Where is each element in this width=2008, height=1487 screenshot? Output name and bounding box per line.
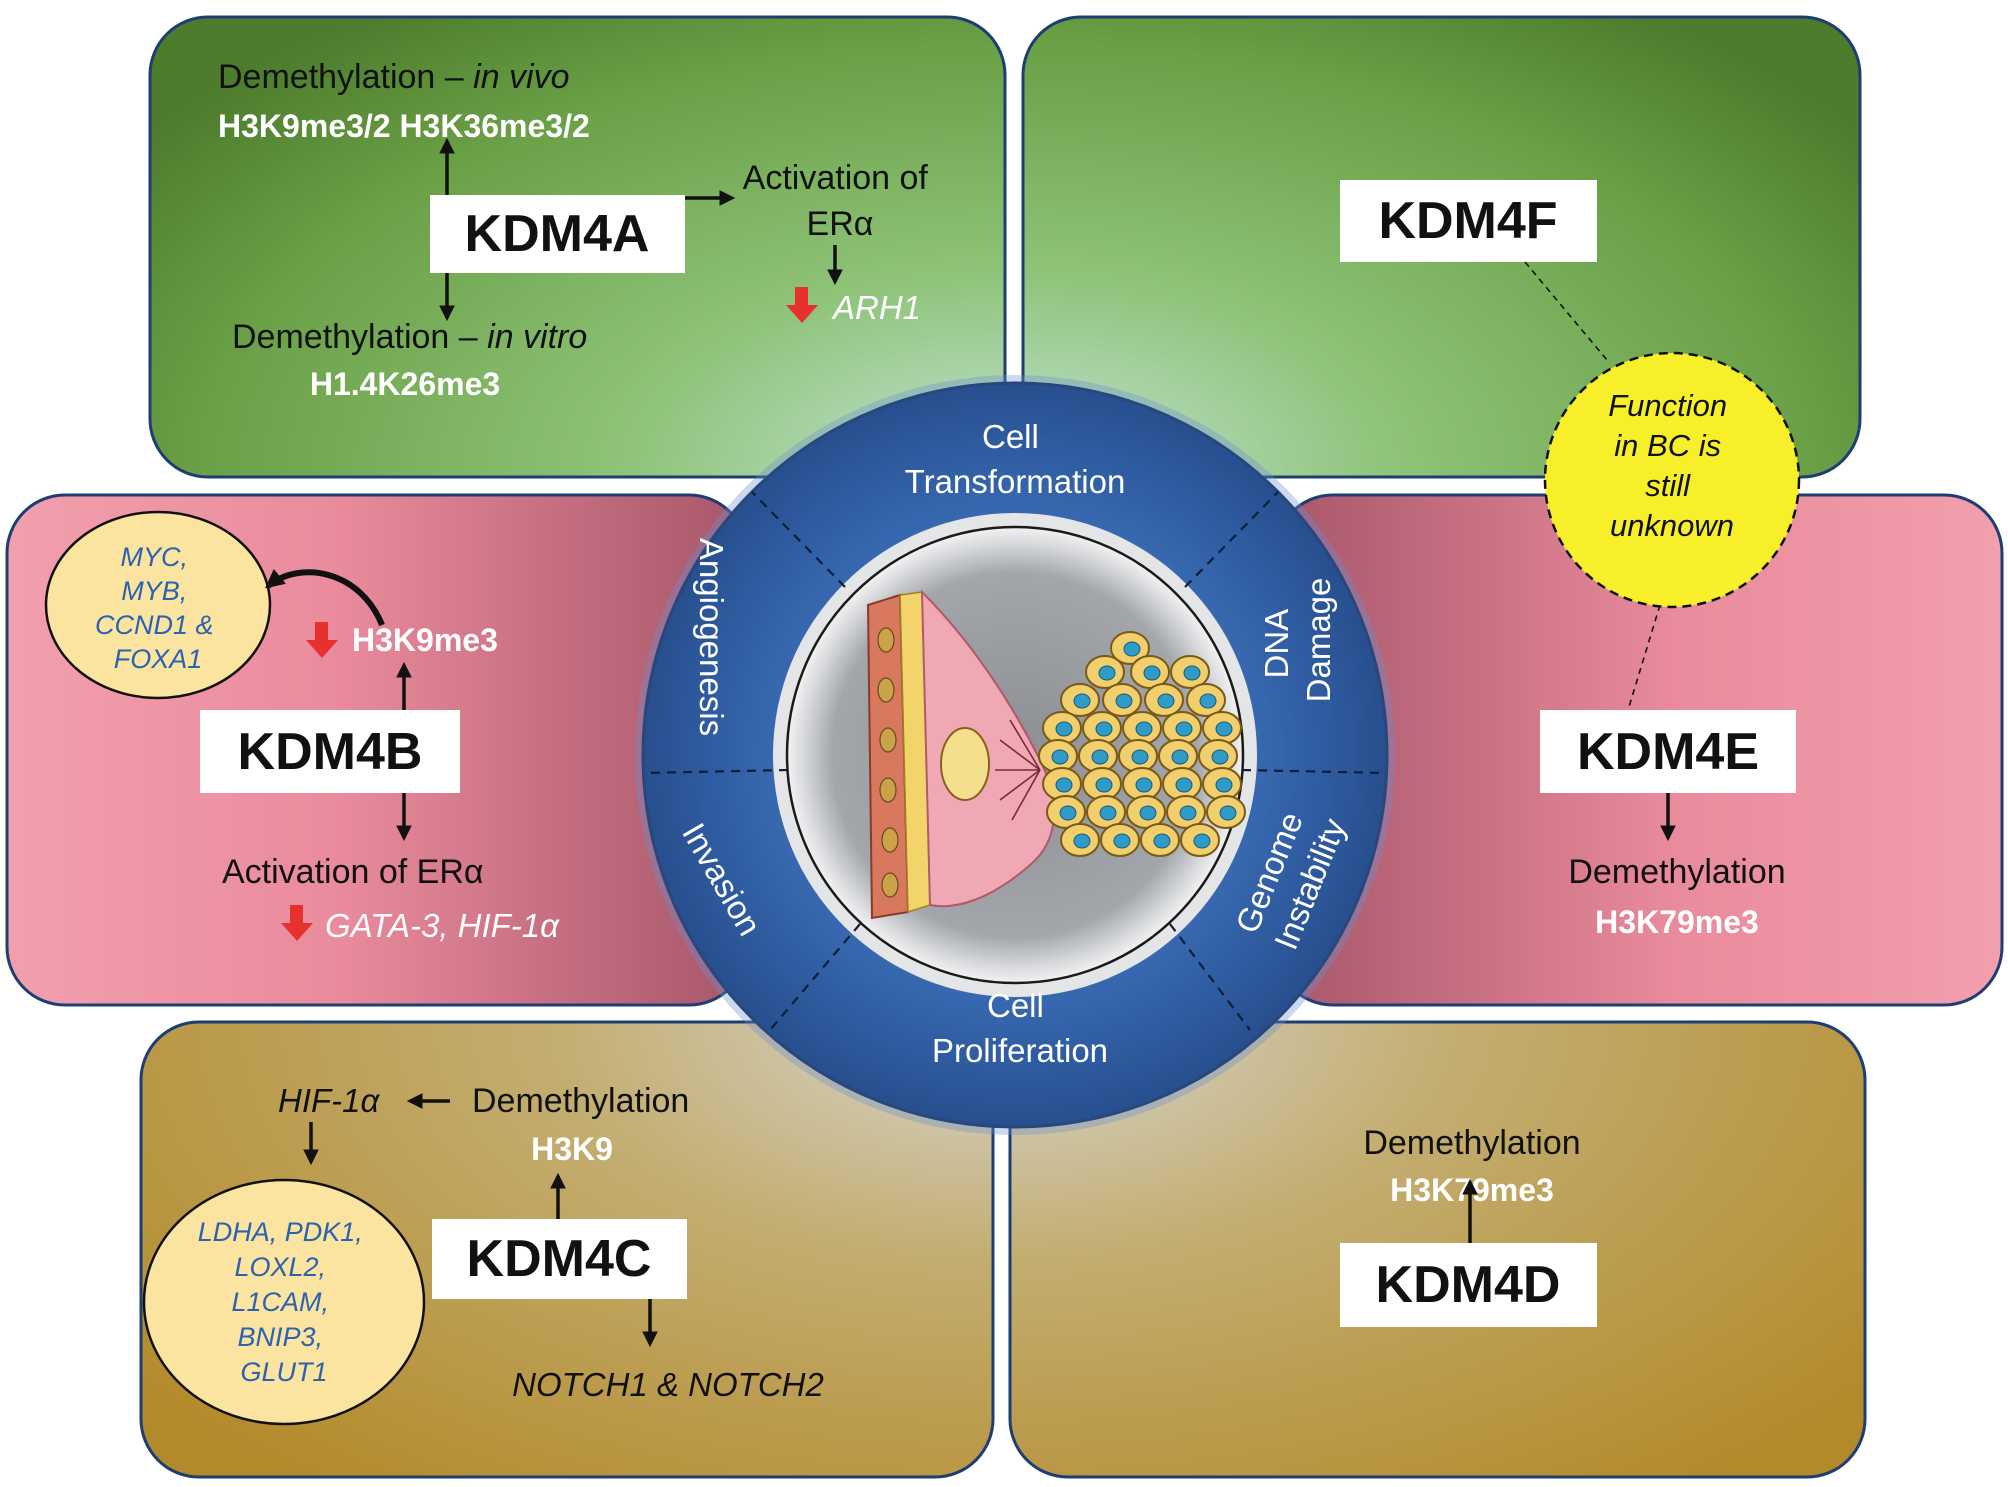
kdm4a-name: KDM4A (465, 205, 650, 263)
tumor-cell-nucleus (1091, 749, 1109, 765)
kdm4d-box (1340, 1243, 1597, 1327)
kdm4a-target: ARH1 (831, 289, 921, 326)
kdm4c-hif: HIF-1α (278, 1082, 381, 1119)
kdm4a-invitro-marks: H1.4K26me3 (310, 366, 500, 402)
tumor-cell-nucleus (1175, 777, 1193, 793)
kdm4f-connector-bottom (1627, 604, 1661, 711)
kdm4c-box (432, 1219, 687, 1299)
kdm4f-note-bubble (1543, 351, 1801, 609)
kdm4c-notch: NOTCH1 & NOTCH2 (512, 1366, 824, 1403)
tumor-cell-nucleus (1135, 721, 1153, 737)
kdm4f-box (1340, 180, 1597, 262)
kdm4c-demethylation: Demethylation (472, 1082, 689, 1120)
kdm4a-box (430, 195, 685, 273)
tumor-cell-nucleus (1055, 721, 1073, 737)
tumor-cell-nucleus (1183, 665, 1201, 681)
tumor-cell-nucleus (1171, 749, 1189, 765)
tumor-cell-nucleus (1199, 693, 1217, 709)
tumor-cell-nucleus (1215, 777, 1233, 793)
tumor-cell-nucleus (1157, 693, 1175, 709)
tumor-cell-nucleus (1179, 805, 1197, 821)
tumor-cell-nucleus (1123, 641, 1141, 657)
kdm4d-mark: H3K79me3 (1390, 1172, 1554, 1208)
tumor-cell-nucleus (1153, 833, 1171, 849)
kdm4c-name: KDM4C (467, 1230, 652, 1288)
tumor-cell-nucleus (1135, 777, 1153, 793)
breast-illustration (866, 589, 1055, 920)
kdm4e-group: KDM4E Demethylation H3K79me3 (1540, 710, 1796, 940)
kdm4c-mark: H3K9 (531, 1131, 613, 1167)
kdm4b-genes: MYC, MYB, CCND1 & FOXA1 (95, 542, 221, 674)
kdm4d-group: Demethylation H3K79me3 KDM4D (1340, 1124, 1597, 1327)
segment-dna-damage: DNA Damage (1258, 578, 1337, 703)
kdm4c-group: HIF-1α Demethylation H3K9 LDHA, PDK1, LO… (142, 1082, 824, 1426)
kdm4a-invivo-label: Demethylation – in vivo (218, 58, 570, 96)
kdm4b-name: KDM4B (238, 723, 423, 781)
tumor-cell-cluster (1038, 631, 1246, 857)
tumor-cell-nucleus (1211, 749, 1229, 765)
kdm4a-down-red-arrow (786, 287, 818, 323)
tumor-cell-nucleus (1131, 749, 1149, 765)
kdm4e-demethylation: Demethylation (1568, 853, 1785, 891)
tumor-cell-nucleus (1051, 749, 1069, 765)
kdm4b-activation: Activation of ERα (222, 853, 484, 891)
tumor-cell-nucleus (1175, 721, 1193, 737)
kdm4d-demethylation: Demethylation (1363, 1124, 1580, 1162)
tumor-cell-nucleus (1073, 693, 1091, 709)
kdm4d-name: KDM4D (1376, 1256, 1561, 1314)
kdm4a-invitro-label: Demethylation – in vitro (232, 318, 587, 356)
tumor-cell-nucleus (1055, 777, 1073, 793)
kdm4e-name: KDM4E (1577, 723, 1759, 781)
nipple-lobule (940, 727, 990, 801)
kdm4e-mark: H3K79me3 (1595, 904, 1759, 940)
tumor-cell-nucleus (1113, 833, 1131, 849)
segment-angiogenesis: Angiogenesis (693, 538, 730, 736)
kdm4b-targets: GATA-3, HIF-1α (325, 907, 560, 944)
tumor-cell-nucleus (1115, 693, 1133, 709)
kdm4c-gene-bubble (142, 1178, 426, 1426)
tumor-cell-nucleus (1095, 777, 1113, 793)
tumor-cell-nucleus (1143, 665, 1161, 681)
tumor-cell-nucleus (1215, 721, 1233, 737)
ring-dividers (643, 491, 1387, 1031)
segment-cell-proliferation: Cell Proliferation (932, 987, 1108, 1069)
kdm4b-gene-bubble (44, 510, 272, 700)
tumor-cell-nucleus (1059, 805, 1077, 821)
tumor-cell-nucleus (1099, 805, 1117, 821)
kdm4f-group: KDM4F Function in BC is still unknown (1340, 180, 1801, 711)
tumor-cell-nucleus (1139, 805, 1157, 821)
kdm4a-activation: Activation of ERα (743, 159, 938, 243)
tumor-cell-nucleus (1193, 833, 1211, 849)
kdm4a-group: Demethylation – in vivo H3K9me3/2 H3K36m… (218, 58, 938, 402)
segment-cell-transformation: Cell Transformation (905, 418, 1126, 500)
tumor-cell-nucleus (1098, 665, 1116, 681)
kdm4b-box (200, 710, 460, 793)
tumor-cell-nucleus (1095, 721, 1113, 737)
kdm4b-down-red-arrow-2 (281, 905, 313, 941)
kdm4f-name: KDM4F (1378, 192, 1557, 250)
tumor-cell-nucleus (1219, 805, 1237, 821)
kdm4e-box (1540, 710, 1796, 793)
tumor-cell-nucleus (1073, 833, 1091, 849)
kdm4b-curved-arrow (265, 568, 385, 627)
kdm4b-group: MYC, MYB, CCND1 & FOXA1 H3K9me3 KDM4B Ac… (44, 510, 560, 944)
kdm4f-note: Function in BC is still unknown (1608, 388, 1736, 543)
kdm4b-down-red-arrow-1 (306, 622, 338, 658)
kdm4b-mark: H3K9me3 (352, 622, 498, 658)
kdm4a-invivo-marks: H3K9me3/2 H3K36me3/2 (218, 108, 590, 144)
kdm4c-genes: LDHA, PDK1, LOXL2, L1CAM, BNIP3, GLUT1 (198, 1217, 371, 1387)
